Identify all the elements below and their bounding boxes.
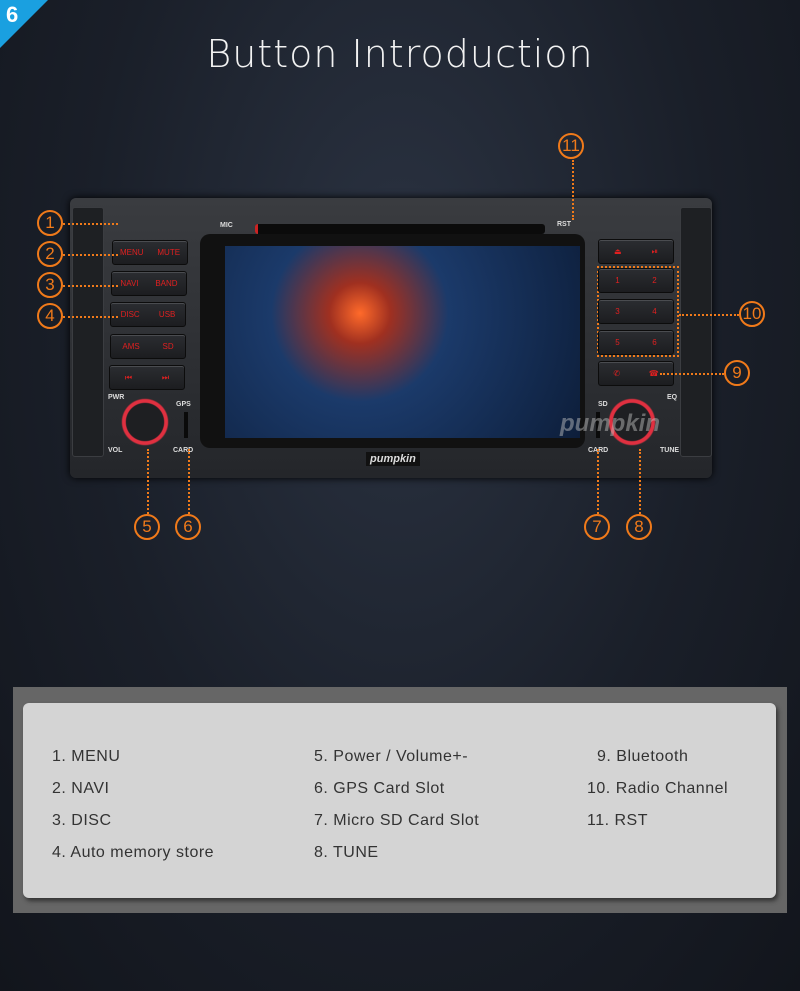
legend-item: 11. RST	[587, 812, 648, 829]
callout-3: 3	[37, 272, 63, 298]
button-label: AMS	[122, 342, 140, 351]
panel-button[interactable]: AMS SD	[110, 334, 186, 359]
button-label: DISC	[120, 310, 140, 319]
legend-item: 8. TUNE	[314, 844, 379, 861]
callout-1: 1	[37, 210, 63, 236]
callout-leader	[147, 449, 149, 514]
callout-leader	[63, 254, 118, 256]
legend-item: 10. Radio Channel	[587, 780, 729, 797]
button-label: ✆	[613, 369, 621, 378]
tune-knob[interactable]	[608, 398, 656, 446]
legend-item: 4. Auto memory store	[52, 844, 215, 861]
callout-5: 5	[134, 514, 160, 540]
callout-leader	[679, 314, 739, 316]
card-label-left: CARD	[173, 447, 194, 454]
panel-button[interactable]: NAVI BAND	[111, 271, 187, 296]
eq-label: EQ	[667, 394, 678, 401]
callout-leader	[660, 373, 724, 375]
button-label: MENU	[119, 248, 144, 257]
legend-item: 9. Bluetooth	[597, 748, 689, 765]
callout-9: 9	[724, 360, 750, 386]
panel-button[interactable]: ⏮⏭	[109, 365, 185, 390]
legend-item: 5. Power / Volume+-	[314, 748, 469, 765]
left-trim	[72, 207, 104, 457]
callout-8: 8	[626, 514, 652, 540]
legend-item: 3. DISC	[52, 812, 112, 829]
callout-6: 6	[175, 514, 201, 540]
vol-label: VOL	[108, 447, 123, 454]
button-label: ⏯	[651, 246, 658, 256]
button-label: MUTE	[157, 248, 181, 257]
gps-card-slot	[184, 412, 188, 438]
sd-card-slot	[596, 412, 600, 438]
callout-7: 7	[584, 514, 610, 540]
button-label: 6	[652, 338, 657, 347]
rst-label: RST	[557, 221, 571, 228]
callout-leader	[572, 160, 574, 220]
button-label: ⏮	[124, 372, 133, 382]
panel-button[interactable]: DISC USB	[110, 302, 186, 327]
legend-panel	[23, 703, 776, 898]
button-label: SD	[162, 342, 174, 351]
section-number: 6	[6, 2, 19, 27]
display-screen[interactable]	[225, 246, 580, 438]
panel-button[interactable]: ⏏⏯	[598, 239, 674, 264]
brand-logo: pumpkin	[560, 410, 660, 437]
callout-leader	[63, 223, 118, 225]
legend-item: 1. MENU	[52, 748, 121, 765]
button-label: 4	[652, 307, 657, 316]
right-trim	[680, 207, 712, 457]
legend-item: 2. NAVI	[52, 780, 110, 797]
callout-leader	[63, 316, 118, 318]
callout-10: 10	[739, 301, 765, 327]
button-label: 5	[615, 338, 620, 347]
callout-leader	[639, 449, 641, 514]
callout-leader	[597, 449, 599, 514]
button-label: ⏏	[614, 247, 622, 256]
button-label: 3	[615, 307, 620, 316]
gps-label: GPS	[176, 401, 191, 408]
brand-badge: pumpkin	[366, 452, 420, 466]
legend-item: 7. Micro SD Card Slot	[314, 812, 480, 829]
tune-label: TUNE	[660, 447, 680, 454]
button-label: USB	[158, 310, 176, 319]
section-badge	[0, 0, 48, 48]
button-label: BAND	[155, 279, 178, 288]
panel-button[interactable]: MENU MUTE	[112, 240, 188, 265]
sd-label: SD	[598, 401, 608, 408]
callout-leader	[188, 449, 190, 514]
callout-11: 11	[558, 133, 584, 159]
legend-item: 6. GPS Card Slot	[314, 780, 445, 797]
disc-slot	[255, 224, 545, 234]
callout-leader	[63, 285, 118, 287]
callout-4: 4	[37, 303, 63, 329]
pwr-label: PWR	[108, 394, 125, 401]
mic-label: MIC	[220, 222, 233, 229]
button-label: NAVI	[120, 279, 139, 288]
callout-2: 2	[37, 241, 63, 267]
button-label: ⏭	[161, 372, 170, 382]
page-title: Button Introduction	[206, 32, 594, 76]
volume-knob[interactable]	[121, 398, 169, 446]
button-label: ☎	[648, 369, 659, 378]
button-label: 2	[652, 276, 657, 285]
button-label: 1	[615, 276, 620, 285]
